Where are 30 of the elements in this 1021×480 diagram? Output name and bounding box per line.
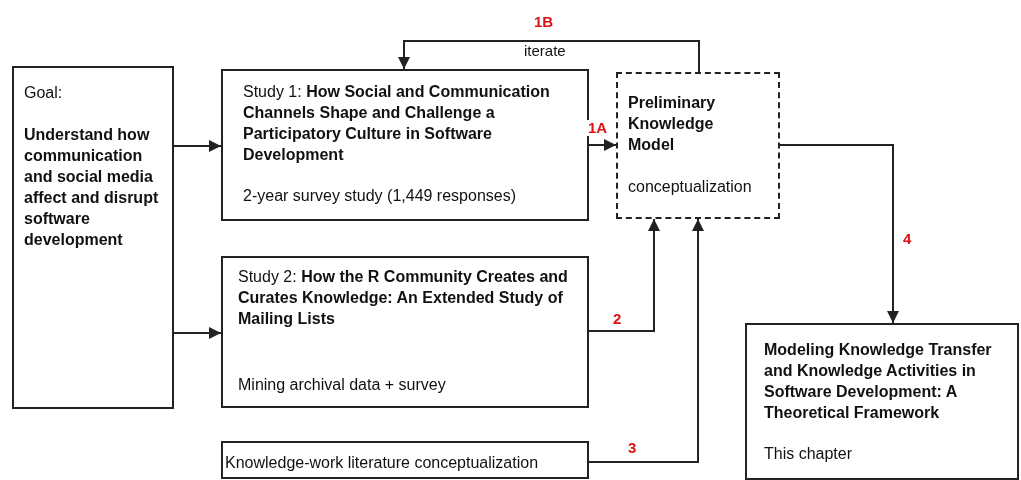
note-text: iterate [523,43,567,59]
process-box [221,441,589,479]
arrow [588,139,617,151]
edge-label: 1B [533,14,555,30]
box-note: Mining archival data + survey [238,375,447,395]
process-box [221,69,589,221]
arrow [173,327,222,339]
box-heading: Preliminary Knowledge Model [628,93,717,155]
arrow [588,218,660,332]
box-note: Understand how communication and social media affect and disrupt software development [24,125,159,250]
box-heading: Goal: [24,83,64,103]
process-box [12,66,174,409]
box-heading: Study 1: How Social and Communication Channels Shape and Challenge a Participatory Culture in Software Development [243,82,551,165]
box-note: This chapter [764,444,854,464]
process-box [745,323,1019,480]
box-note: conceptualization [628,177,753,197]
process-box [616,72,780,219]
arrow [779,144,899,324]
box-heading: Study 2: How the R Community Creates and Curates Knowledge: An Extended Study of Mailing Lists [238,267,569,329]
process-box [221,256,589,408]
box-note: 2-year survey study (1,449 responses) [243,186,517,206]
edge-label: 3 [627,440,638,456]
edge-label: 4 [902,231,913,247]
edge-label: 1A [587,120,609,136]
edge-label: 2 [612,311,623,327]
arrow [398,40,700,73]
arrow [588,218,704,463]
arrow [173,140,222,152]
box-text: Knowledge-work literature conceptualization [225,453,540,473]
box-heading: Modeling Knowledge Transfer and Knowledge Activities in Software Development: A Theoretical Framework [764,340,993,423]
